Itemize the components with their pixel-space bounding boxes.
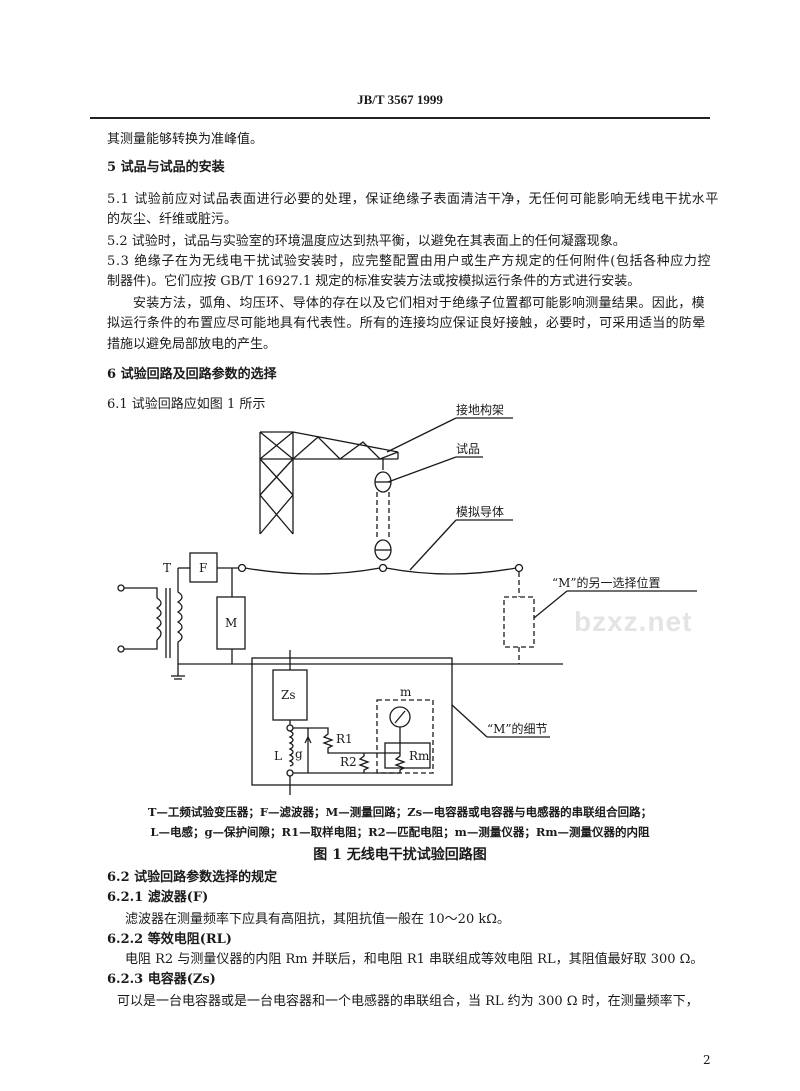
- paragraph-line: 制器件)。它们应按 GB/T 16927.1 规定的标准安装方法或按模拟运行条件…: [107, 274, 641, 289]
- label-Zs: Zs: [281, 688, 296, 702]
- transformer: [117, 567, 190, 680]
- label-M: M: [225, 616, 237, 630]
- section-heading-6: 6 试验回路及回路参数的选择: [107, 367, 277, 382]
- alt-m-position-box: [503, 572, 535, 664]
- label-R2: R2: [340, 755, 357, 769]
- label-R1: R1: [336, 732, 353, 746]
- section-heading-6-2: 6.2 试验回路参数选择的规定: [107, 870, 278, 885]
- paragraph-line: 5.3 绝缘子在为无线电干扰试验安装时，应完整配置由用户或生产方规定的任何附件(…: [107, 254, 712, 269]
- paragraph-line: 其测量能够转换为准峰值。: [107, 132, 264, 147]
- standard-header: JB/T 3567 1999: [357, 92, 443, 107]
- paragraph-line: 5.2 试验时，试品与实验室的环境温度应达到热平衡，以避免在其表面上的任何凝露现…: [107, 234, 626, 249]
- label-specimen: 试品: [456, 441, 480, 456]
- watermark: bzxz.net: [574, 606, 693, 637]
- paragraph-line: 措施以避免局部放电的产生。: [107, 337, 277, 352]
- figure-caption: 图 1 无线电干扰试验回路图: [313, 847, 487, 863]
- grounded-frame: [259, 431, 399, 535]
- label-conductor: 模拟导体: [456, 505, 504, 519]
- simulated-conductor: [237, 563, 524, 575]
- paragraph-line: 的灰尘、纤维或脏污。: [107, 212, 238, 227]
- leader-lines: [386, 417, 697, 619]
- paragraph-line: 电阻 R2 与测量仪器的内阻 Rm 并联后，和电阻 R1 串联组成等效电阻 RL…: [125, 952, 704, 967]
- label-Rm: Rm: [409, 749, 430, 763]
- figure-legend-line: L—电感；g—保护间隙；R1—取样电阻；R2—匹配电阻；m—测量仪器；Rm—测量…: [150, 825, 650, 839]
- label-g: g: [295, 747, 303, 761]
- paragraph-line: 滤波器在测量频率下应具有高阻抗，其阻抗值一般在 10～20 kΩ。: [125, 912, 511, 927]
- header-rule: [90, 117, 710, 119]
- section-heading-5: 5 试品与试品的安装: [107, 160, 225, 175]
- subsection-heading: 6.2.3 电容器(Zs): [107, 972, 216, 987]
- page-number: 2: [703, 1053, 711, 1067]
- paragraph-line: 可以是一台电容器或是一台电容器和一个电感器的串联组合，当 RL 约为 300 Ω…: [117, 994, 699, 1009]
- label-grounded-frame: 接地构架: [456, 402, 504, 417]
- label-F: F: [199, 561, 207, 575]
- measuring-circuit-box: [216, 596, 246, 650]
- subsection-heading: 6.2.2 等效电阻(RL): [107, 932, 232, 947]
- paragraph-line: 安装方法，弧角、均压环、导体的存在以及它们相对于绝缘子位置都可能影响测量结果。因…: [133, 296, 705, 311]
- m-detail: [251, 650, 550, 795]
- label-m-detail: “M”的细节: [487, 721, 548, 736]
- insulator-specimen: [374, 459, 392, 573]
- label-T: T: [163, 561, 171, 575]
- label-m: m: [400, 685, 412, 699]
- paragraph-line: 6.1 试验回路应如图 1 所示: [107, 397, 266, 412]
- figure-legend-line: T—工频试验变压器；F—滤波器；M—测量回路；Zs—电容器或电容器与电感器的串联…: [147, 805, 653, 819]
- paragraph-line: 5.1 试验前应对试品表面进行必要的处理，保证绝缘子表面清洁干净，无任何可能影响…: [107, 192, 720, 207]
- label-L: L: [274, 749, 282, 763]
- paragraph-line: 拟运行条件的布置应尽可能地具有代表性。所有的连接均应保证良好接触，必要时，可采用…: [107, 316, 706, 331]
- subsection-heading: 6.2.1 滤波器(F): [107, 890, 209, 905]
- label-alt-m-position: “M”的另一选择位置: [552, 575, 661, 590]
